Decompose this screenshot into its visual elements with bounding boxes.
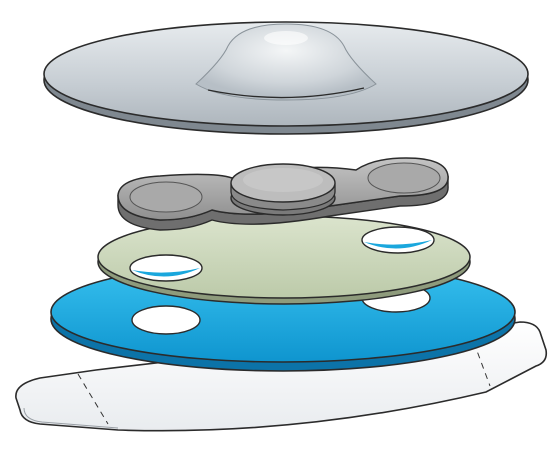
hole-right: [362, 227, 434, 253]
top-cover: [44, 22, 528, 134]
hole-left: [130, 255, 202, 281]
dome-highlight: [264, 31, 308, 45]
hole-left: [132, 306, 200, 334]
sensor-module: [118, 158, 448, 230]
